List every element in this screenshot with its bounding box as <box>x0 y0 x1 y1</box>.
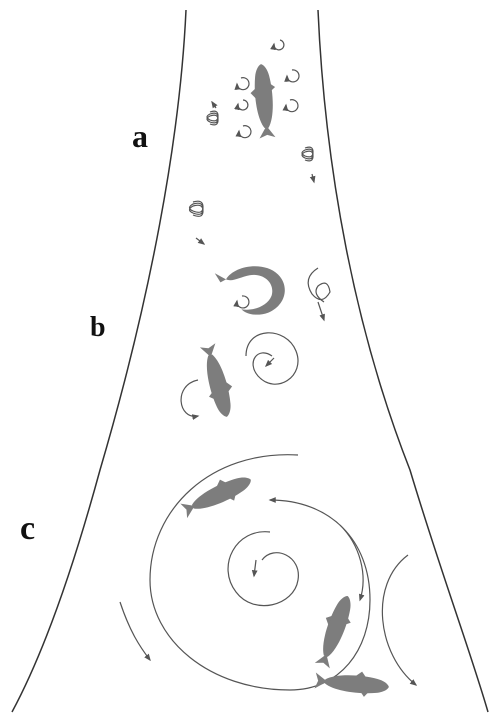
panel-b-vortices <box>181 268 330 416</box>
panel-b-fish <box>196 342 239 420</box>
panel-label-a: a <box>132 118 148 155</box>
panel-c-fish-right <box>310 592 359 670</box>
panel-a-small-vortices <box>190 40 315 244</box>
panel-label-b: b <box>90 312 106 344</box>
panel-c-vortices <box>120 455 416 690</box>
panel-c-fish-top <box>178 468 256 522</box>
left-channel-wall <box>12 10 186 712</box>
panel-c-fish-bottom <box>314 668 390 699</box>
panel-b-curled-fish <box>215 261 289 321</box>
panel-a-fish <box>248 63 279 139</box>
panel-label-c: c <box>20 510 35 548</box>
